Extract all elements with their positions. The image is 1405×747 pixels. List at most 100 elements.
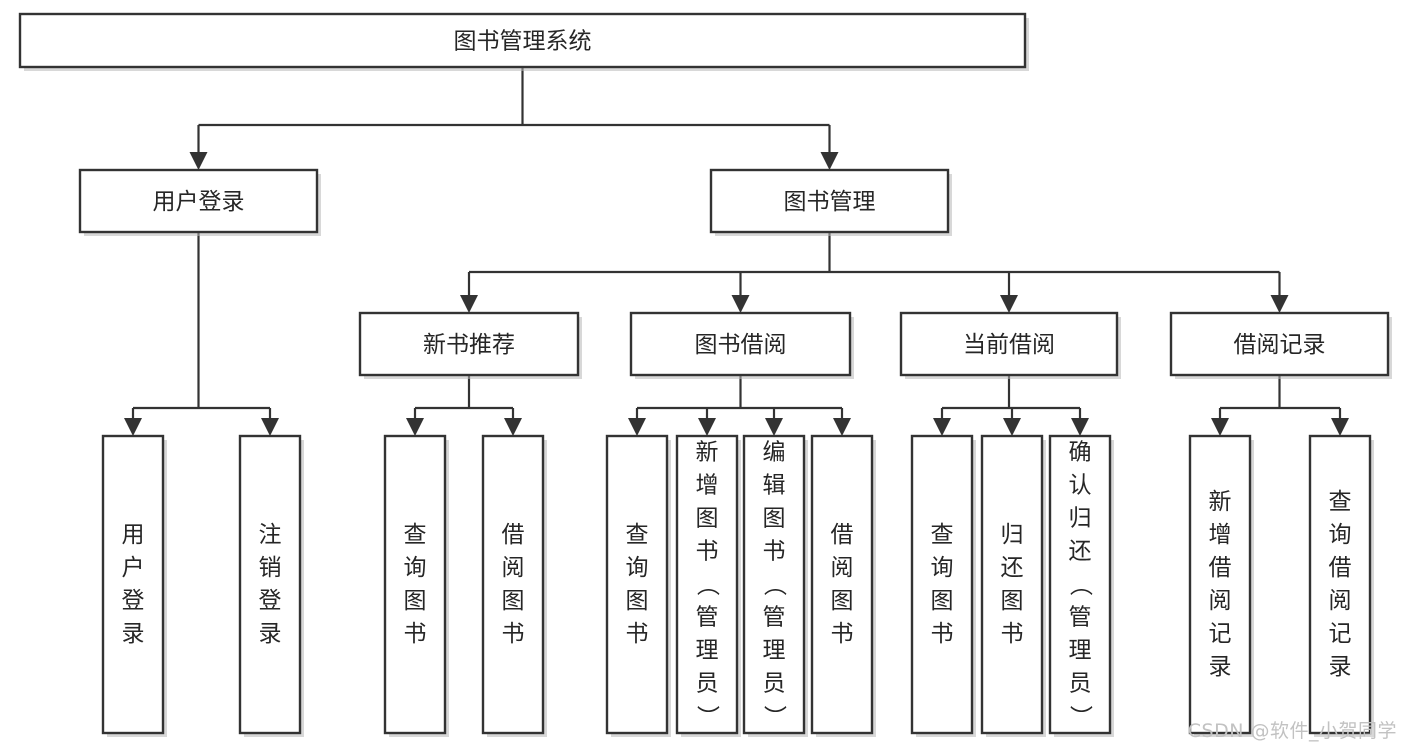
node-label-char: 管	[696, 605, 719, 631]
arrow-head-icon-root-0	[189, 152, 208, 170]
node-label-char: 确	[1069, 440, 1092, 466]
node-label-char: 借	[502, 522, 525, 548]
node-label-char: 书	[626, 621, 649, 647]
arrow-head-icon-l3-3-1	[1331, 418, 1349, 436]
node-label-char: 录	[259, 621, 282, 647]
node-layer: 图书管理系统用户登录图书管理新书推荐图书借阅当前借阅借阅记录用户登录注销登录查询…	[18, 12, 1392, 737]
arrow-head-icon-l3-2-2	[1071, 418, 1089, 436]
node-label-char: 员	[1069, 671, 1092, 697]
node-label-char: 书	[502, 621, 525, 647]
arrow-head-icon-book-management-2	[1000, 295, 1018, 313]
node-label-char: 辑	[763, 473, 786, 499]
arrow-head-icon-l3-3-0	[1211, 418, 1229, 436]
node-label-char: 记	[1329, 621, 1352, 647]
node-label-char: 用	[122, 522, 145, 548]
arrow-head-icon-l3-1-1	[698, 418, 716, 436]
node-label-char: 图	[404, 588, 427, 614]
node-label-char: 录	[1209, 654, 1232, 680]
node-label-char: 查	[626, 522, 649, 548]
node-label-char: 录	[122, 621, 145, 647]
node-label-char: 询	[931, 555, 954, 581]
arrow-head-icon-l3-1-2	[765, 418, 783, 436]
node-label-char: 新	[1209, 489, 1232, 515]
node-label-char: 员	[696, 671, 719, 697]
node-label-char: ）	[1067, 705, 1093, 728]
node-label-char: 员	[763, 671, 786, 697]
node-leaf-0-用户登录[interactable]: 用户登录	[101, 434, 167, 737]
node-label: 借阅记录	[1234, 332, 1326, 358]
arrow-head-icon-book-management-1	[731, 295, 750, 313]
node-label-char: 书	[931, 621, 954, 647]
node-level3-2-当前借阅[interactable]: 当前借阅	[899, 311, 1121, 379]
node-label: 图书借阅	[695, 332, 787, 358]
arrow-head-icon-l3-0-0	[406, 418, 424, 436]
node-label-char: 阅	[831, 555, 854, 581]
node-label-char: 图	[502, 588, 525, 614]
node-label-char: ）	[761, 705, 787, 728]
node-label-char: 借	[1329, 555, 1352, 581]
node-level3-1-图书借阅[interactable]: 图书借阅	[629, 311, 854, 379]
node-label: 图书管理	[784, 189, 876, 215]
node-label-char: 还	[1001, 555, 1024, 581]
node-label-char: 注	[259, 522, 282, 548]
node-label-char: 图	[1001, 588, 1024, 614]
node-label-char: 记	[1209, 621, 1232, 647]
node-label-char: 理	[763, 638, 786, 664]
node-label-char: 书	[831, 621, 854, 647]
arrow-head-icon-l3-2-1	[1003, 418, 1021, 436]
arrow-head-icon-user-login-0	[124, 418, 142, 436]
connector-layer	[124, 67, 1349, 436]
node-label-char: 理	[1069, 638, 1092, 664]
node-label-char: 借	[1209, 555, 1232, 581]
node-label-char: 编	[763, 440, 786, 466]
node-level3-3-借阅记录[interactable]: 借阅记录	[1169, 311, 1392, 379]
node-label-char: 登	[122, 588, 145, 614]
node-label-char: 图	[931, 588, 954, 614]
node-label-char: 图	[763, 506, 786, 532]
node-label-char: 查	[931, 522, 954, 548]
node-label-char: 阅	[502, 555, 525, 581]
node-level2-0-用户登录[interactable]: 用户登录	[78, 168, 321, 236]
node-label-char: 图	[831, 588, 854, 614]
node-label-char: 销	[259, 555, 282, 581]
node-label-char: 阅	[1329, 588, 1352, 614]
node-label-char: （	[761, 573, 787, 596]
node-label-char: 阅	[1209, 588, 1232, 614]
arrow-head-icon-l3-0-1	[504, 418, 522, 436]
node-label-char: （	[1067, 573, 1093, 596]
node-label-char: 书	[1001, 621, 1024, 647]
node-label: 当前借阅	[963, 332, 1055, 358]
node-label-char: 借	[831, 522, 854, 548]
node-label-char: 管	[1069, 605, 1092, 631]
arrow-head-icon-l3-1-0	[628, 418, 646, 436]
node-level3-0-新书推荐[interactable]: 新书推荐	[358, 311, 582, 379]
node-label-char: 归	[1001, 522, 1024, 548]
node-label-char: （	[694, 573, 720, 596]
node-label-char: 询	[1329, 522, 1352, 548]
node-label-char: 查	[1329, 489, 1352, 515]
node-label-char: 管	[763, 605, 786, 631]
node-root-0-图书管理系统[interactable]: 图书管理系统	[18, 12, 1029, 71]
arrow-head-icon-book-management-3	[1270, 295, 1289, 313]
node-level2-1-图书管理[interactable]: 图书管理	[709, 168, 952, 236]
node-label-char: 还	[1069, 539, 1092, 565]
node-label-char: 书	[763, 539, 786, 565]
node-label-char: 增	[1209, 522, 1232, 548]
node-label-char: 增	[696, 473, 719, 499]
node-label-char: 图	[626, 588, 649, 614]
arrow-head-icon-book-management-0	[460, 295, 478, 313]
